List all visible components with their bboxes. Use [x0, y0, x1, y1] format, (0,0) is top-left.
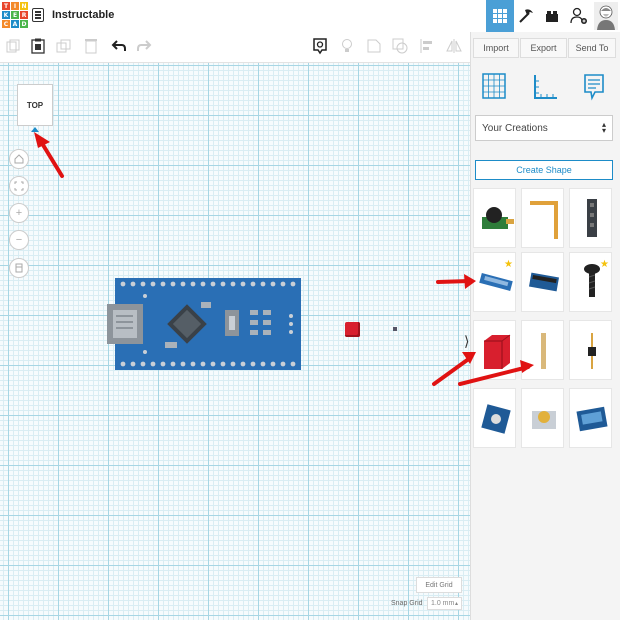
favorite-star-icon: ★ [504, 259, 513, 270]
import-button[interactable]: Import [473, 38, 519, 58]
view-cube-label: TOP [26, 100, 44, 110]
zoom-in-icon[interactable]: + [9, 203, 29, 223]
pin-header-board-shape [528, 272, 560, 292]
shape-tile[interactable] [473, 188, 516, 248]
fit-view-icon[interactable] [9, 176, 29, 196]
send-to-button[interactable]: Send To [568, 38, 616, 58]
screw-shape [584, 264, 600, 297]
shape-library-value: Your Creations [482, 122, 548, 134]
hole-shape-icon[interactable] [365, 37, 383, 55]
undo-icon[interactable] [110, 37, 128, 55]
shape-tile[interactable] [569, 320, 612, 380]
wood-dowel-shape [541, 333, 546, 369]
collapse-panel-chevron-icon[interactable]: ⟩ [464, 333, 470, 349]
view-cube-rotate-arrow-icon[interactable] [31, 127, 39, 132]
design-menu-icon[interactable] [32, 8, 44, 22]
ruler-icon[interactable] [532, 73, 558, 104]
shape-tile[interactable] [521, 388, 564, 448]
favorite-star-icon: ★ [600, 259, 609, 270]
logo-letter: I [11, 2, 19, 10]
notes-icon[interactable] [583, 73, 605, 104]
header-strip-shape [587, 199, 597, 237]
shape-library-select[interactable]: Your Creations ▴▾ [475, 115, 613, 141]
view-cube[interactable]: TOP [17, 84, 53, 126]
lego-brick-icon[interactable] [538, 0, 566, 32]
logo-letter: C [2, 20, 10, 28]
shape-tile[interactable] [521, 188, 564, 248]
edit-grid-button[interactable]: Edit Grid [416, 577, 462, 593]
shape-tile[interactable] [473, 320, 516, 380]
avatar[interactable] [592, 0, 620, 32]
light-bulb-icon[interactable] [338, 37, 356, 55]
shape-tile[interactable] [521, 320, 564, 380]
shape-tile[interactable]: ★ [473, 252, 516, 312]
red-block-shape [484, 334, 511, 369]
bent-pin-shape [530, 201, 558, 239]
home-view-icon[interactable] [9, 149, 29, 169]
grid-view-icon[interactable] [482, 73, 506, 102]
edit-toolbar [0, 32, 470, 63]
create-shape-button[interactable]: Create Shape [475, 160, 613, 180]
chevron-updown-icon: ▴▾ [601, 120, 606, 135]
snap-grid-select[interactable]: 1.0 mm ▴ [427, 597, 462, 610]
3d-design-icon[interactable] [486, 0, 514, 32]
shape-tile[interactable] [569, 388, 612, 448]
shape-tile[interactable]: ★ [569, 252, 612, 312]
push-button-shape [532, 411, 556, 429]
blue-module-shape [576, 406, 608, 432]
shape-tile[interactable] [569, 188, 612, 248]
logo-letter: R [20, 11, 28, 19]
shape-tile[interactable] [521, 252, 564, 312]
shape-tile[interactable] [473, 388, 516, 448]
user-add-icon[interactable] [565, 0, 593, 32]
codeblocks-icon[interactable] [512, 0, 540, 32]
logo-letter: A [11, 20, 19, 28]
logo-letter: T [2, 2, 10, 10]
red-block[interactable] [345, 322, 360, 337]
delete-icon[interactable] [82, 37, 100, 55]
duplicate-icon[interactable] [55, 37, 73, 55]
export-button[interactable]: Export [520, 38, 567, 58]
buzzer-module-shape [482, 207, 514, 229]
design-title[interactable]: Instructable [52, 9, 115, 21]
workplane-grid[interactable] [0, 63, 470, 620]
mirror-icon[interactable] [445, 37, 463, 55]
snap-grid-label: Snap Grid [391, 600, 423, 607]
logo-letter: E [11, 11, 19, 19]
redo-icon[interactable] [135, 37, 153, 55]
solid-shape-icon[interactable] [391, 37, 409, 55]
align-icon[interactable] [418, 37, 436, 55]
logo-letter: N [20, 2, 28, 10]
sensor-board-shape [481, 404, 511, 434]
tiny-object[interactable] [393, 327, 397, 331]
arduino-nano-board[interactable] [105, 276, 305, 372]
logo-letter: D [20, 20, 28, 28]
copy-icon[interactable] [4, 37, 22, 55]
ortho-view-icon[interactable] [9, 258, 29, 278]
logo-letter: K [2, 11, 10, 19]
arduino-nano-shape [479, 273, 513, 291]
note-icon[interactable] [311, 37, 329, 55]
paste-icon[interactable] [29, 37, 47, 55]
chevron-down-icon: ▴ [454, 601, 458, 607]
snap-grid-value: 1.0 mm [431, 600, 455, 607]
zoom-out-icon[interactable]: − [9, 230, 29, 250]
header-pin-shape [588, 333, 596, 369]
